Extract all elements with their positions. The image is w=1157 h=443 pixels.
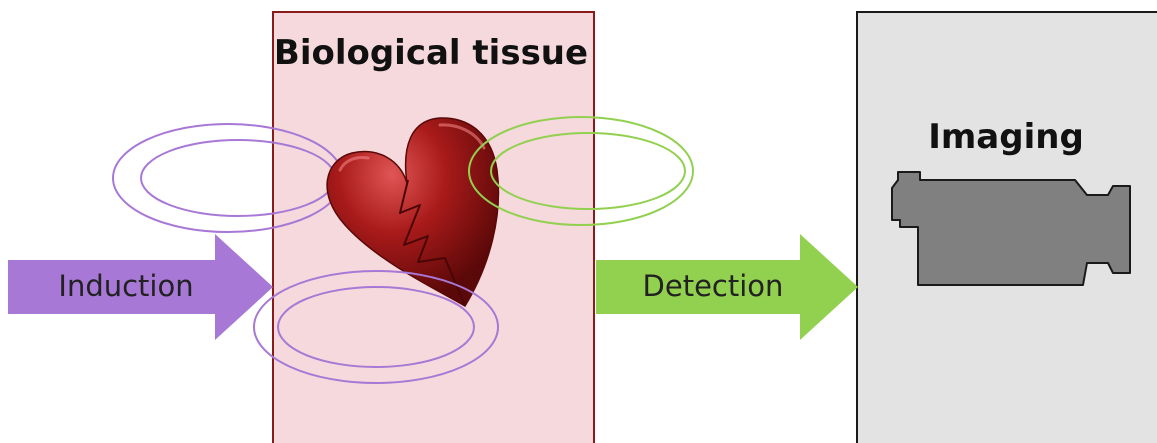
imaging-title: Imaging bbox=[928, 117, 1084, 157]
induction-label: Induction bbox=[58, 269, 193, 303]
tissue-title: Biological tissue bbox=[274, 33, 588, 73]
detection-label: Detection bbox=[643, 269, 784, 303]
